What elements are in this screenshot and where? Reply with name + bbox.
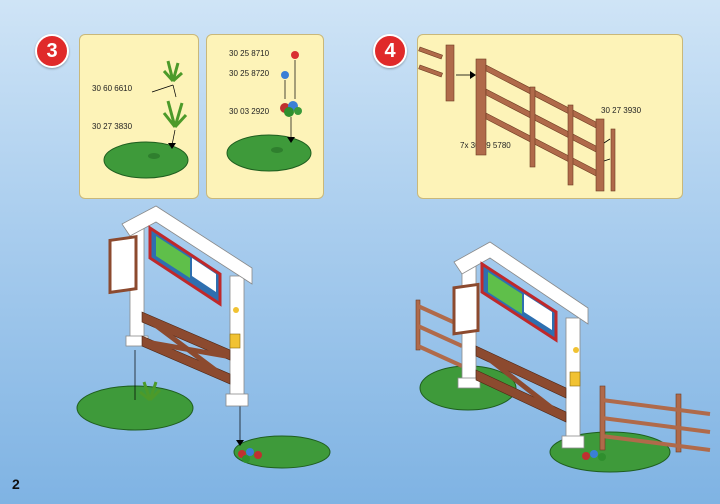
step-4-badge: 4 [373, 34, 407, 68]
fence-illustration [418, 44, 616, 192]
part-label-plant-top: 30 60 6610 [92, 84, 133, 93]
instruction-panel-fence: 30 27 3930 7x 30 09 5780 [417, 34, 683, 199]
part-label-flower-red: 30 25 8710 [229, 49, 270, 58]
page-number: 2 [12, 476, 20, 492]
part-label-fence-post: 30 27 3930 [601, 106, 642, 115]
arch-gate-scene-right [415, 241, 711, 473]
part-label-flower-blue: 30 25 8720 [229, 69, 270, 78]
step-3-badge: 3 [35, 34, 69, 68]
flowers-illustration [226, 51, 312, 172]
arch-gate-scene-left [76, 205, 331, 469]
part-label-plant-base: 30 27 3830 [92, 122, 133, 131]
plant-illustration [103, 60, 189, 179]
part-label-flower-base: 30 03 2920 [229, 107, 270, 116]
instruction-panel-flowers: 30 25 8710 30 25 8720 30 03 2920 [206, 34, 324, 199]
instruction-panel-plant: 30 60 6610 30 27 3830 [79, 34, 199, 199]
